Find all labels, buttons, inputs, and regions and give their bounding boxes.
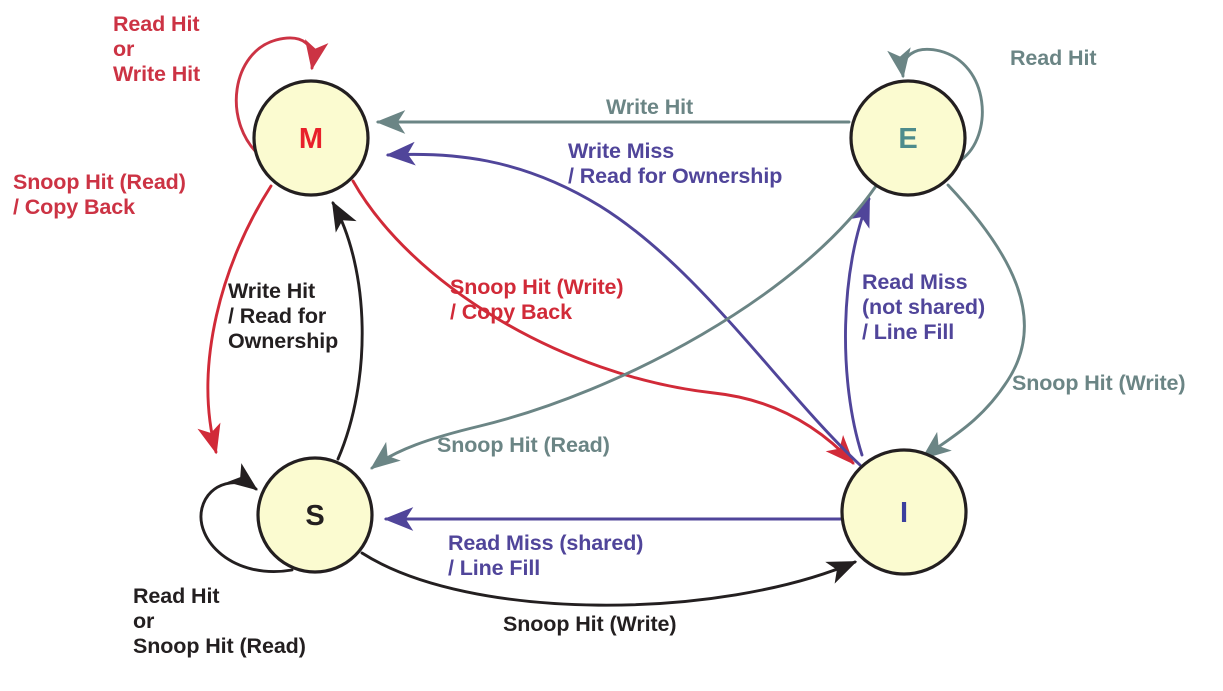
edge-label-s-self: Read Hit or Snoop Hit (Read) xyxy=(133,584,306,659)
edge-label-e-to-m: Write Hit xyxy=(606,95,694,119)
edge-label-s-to-m: Write Hit / Read for Ownership xyxy=(228,279,339,354)
state-node-m[interactable]: M xyxy=(252,79,370,197)
edge-label-m-to-s: Snoop Hit (Read) / Copy Back xyxy=(13,170,186,220)
state-label-m: M xyxy=(299,123,323,155)
edge-label-s-to-i: Snoop Hit (Write) xyxy=(503,612,677,636)
state-node-i[interactable]: I xyxy=(840,448,968,576)
edge-label-i-to-m: Write Miss / Read for Ownership xyxy=(568,139,783,189)
edge-i-to-e xyxy=(844,196,871,457)
edge-m-to-s xyxy=(197,184,273,455)
state-node-s[interactable]: S xyxy=(256,456,374,574)
edge-e-self-loop xyxy=(887,47,984,162)
edge-label-m-to-i: Snoop Hit (Write) / Copy Back xyxy=(450,275,624,325)
edge-s-to-i xyxy=(360,551,858,607)
edge-label-m-self: Read Hit or Write Hit xyxy=(113,12,201,87)
edge-label-e-to-i: Snoop Hit (Write) xyxy=(1012,371,1186,395)
edge-label-e-self: Read Hit xyxy=(1010,46,1097,70)
state-label-s: S xyxy=(305,500,324,532)
edge-label-i-to-s: Read Miss (shared) / Line Fill xyxy=(448,531,644,581)
edge-m-to-i xyxy=(351,179,855,465)
state-node-e[interactable]: E xyxy=(849,79,967,197)
edge-e-to-s xyxy=(370,184,878,470)
edge-m-self-loop xyxy=(234,36,329,157)
edge-label-i-to-e: Read Miss (not shared) / Line Fill xyxy=(862,270,986,345)
state-label-i: I xyxy=(900,497,908,529)
edge-s-self-loop xyxy=(199,463,294,573)
state-label-e: E xyxy=(898,123,917,155)
edge-e-to-i xyxy=(921,183,1026,460)
edge-i-to-m xyxy=(385,141,862,467)
edge-label-e-to-s: Snoop Hit (Read) xyxy=(437,433,610,457)
edge-s-to-m xyxy=(331,200,364,461)
